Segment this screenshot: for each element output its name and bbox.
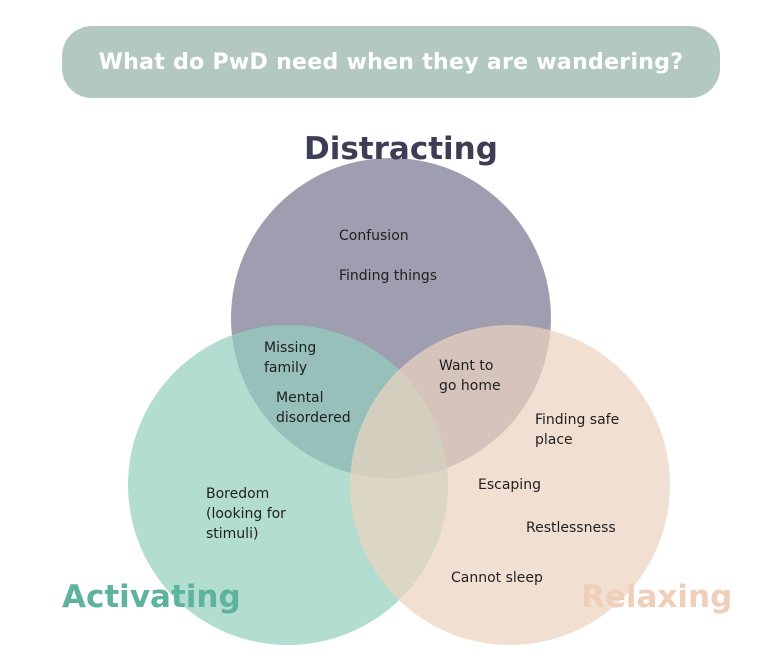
item-restlessness: Restlessness	[526, 520, 616, 536]
item-mental-disordered: Mental disordered	[276, 390, 351, 426]
item-finding-things: Finding things	[339, 268, 438, 284]
item-missing-family: Missing family	[264, 340, 317, 376]
item-confusion: Confusion	[339, 228, 409, 244]
item-finding-safe-place: Finding safe place	[535, 412, 620, 448]
item-boredom: Boredom (looking for stimuli)	[206, 486, 286, 542]
item-cannot-sleep: Cannot sleep	[451, 570, 543, 586]
circle-activating	[128, 325, 448, 645]
title-banner: What do PwD need when they are wandering…	[62, 26, 720, 98]
diagram-title: What do PwD need when they are wandering…	[98, 49, 684, 75]
set-label-activating: Activating	[62, 579, 241, 615]
circle-relaxing	[350, 325, 670, 645]
set-label-relaxing: Relaxing	[581, 579, 733, 615]
item-want-to-go-home: Want to go home	[439, 358, 501, 394]
set-label-distracting: Distracting	[304, 131, 498, 167]
item-escaping: Escaping	[478, 477, 541, 493]
